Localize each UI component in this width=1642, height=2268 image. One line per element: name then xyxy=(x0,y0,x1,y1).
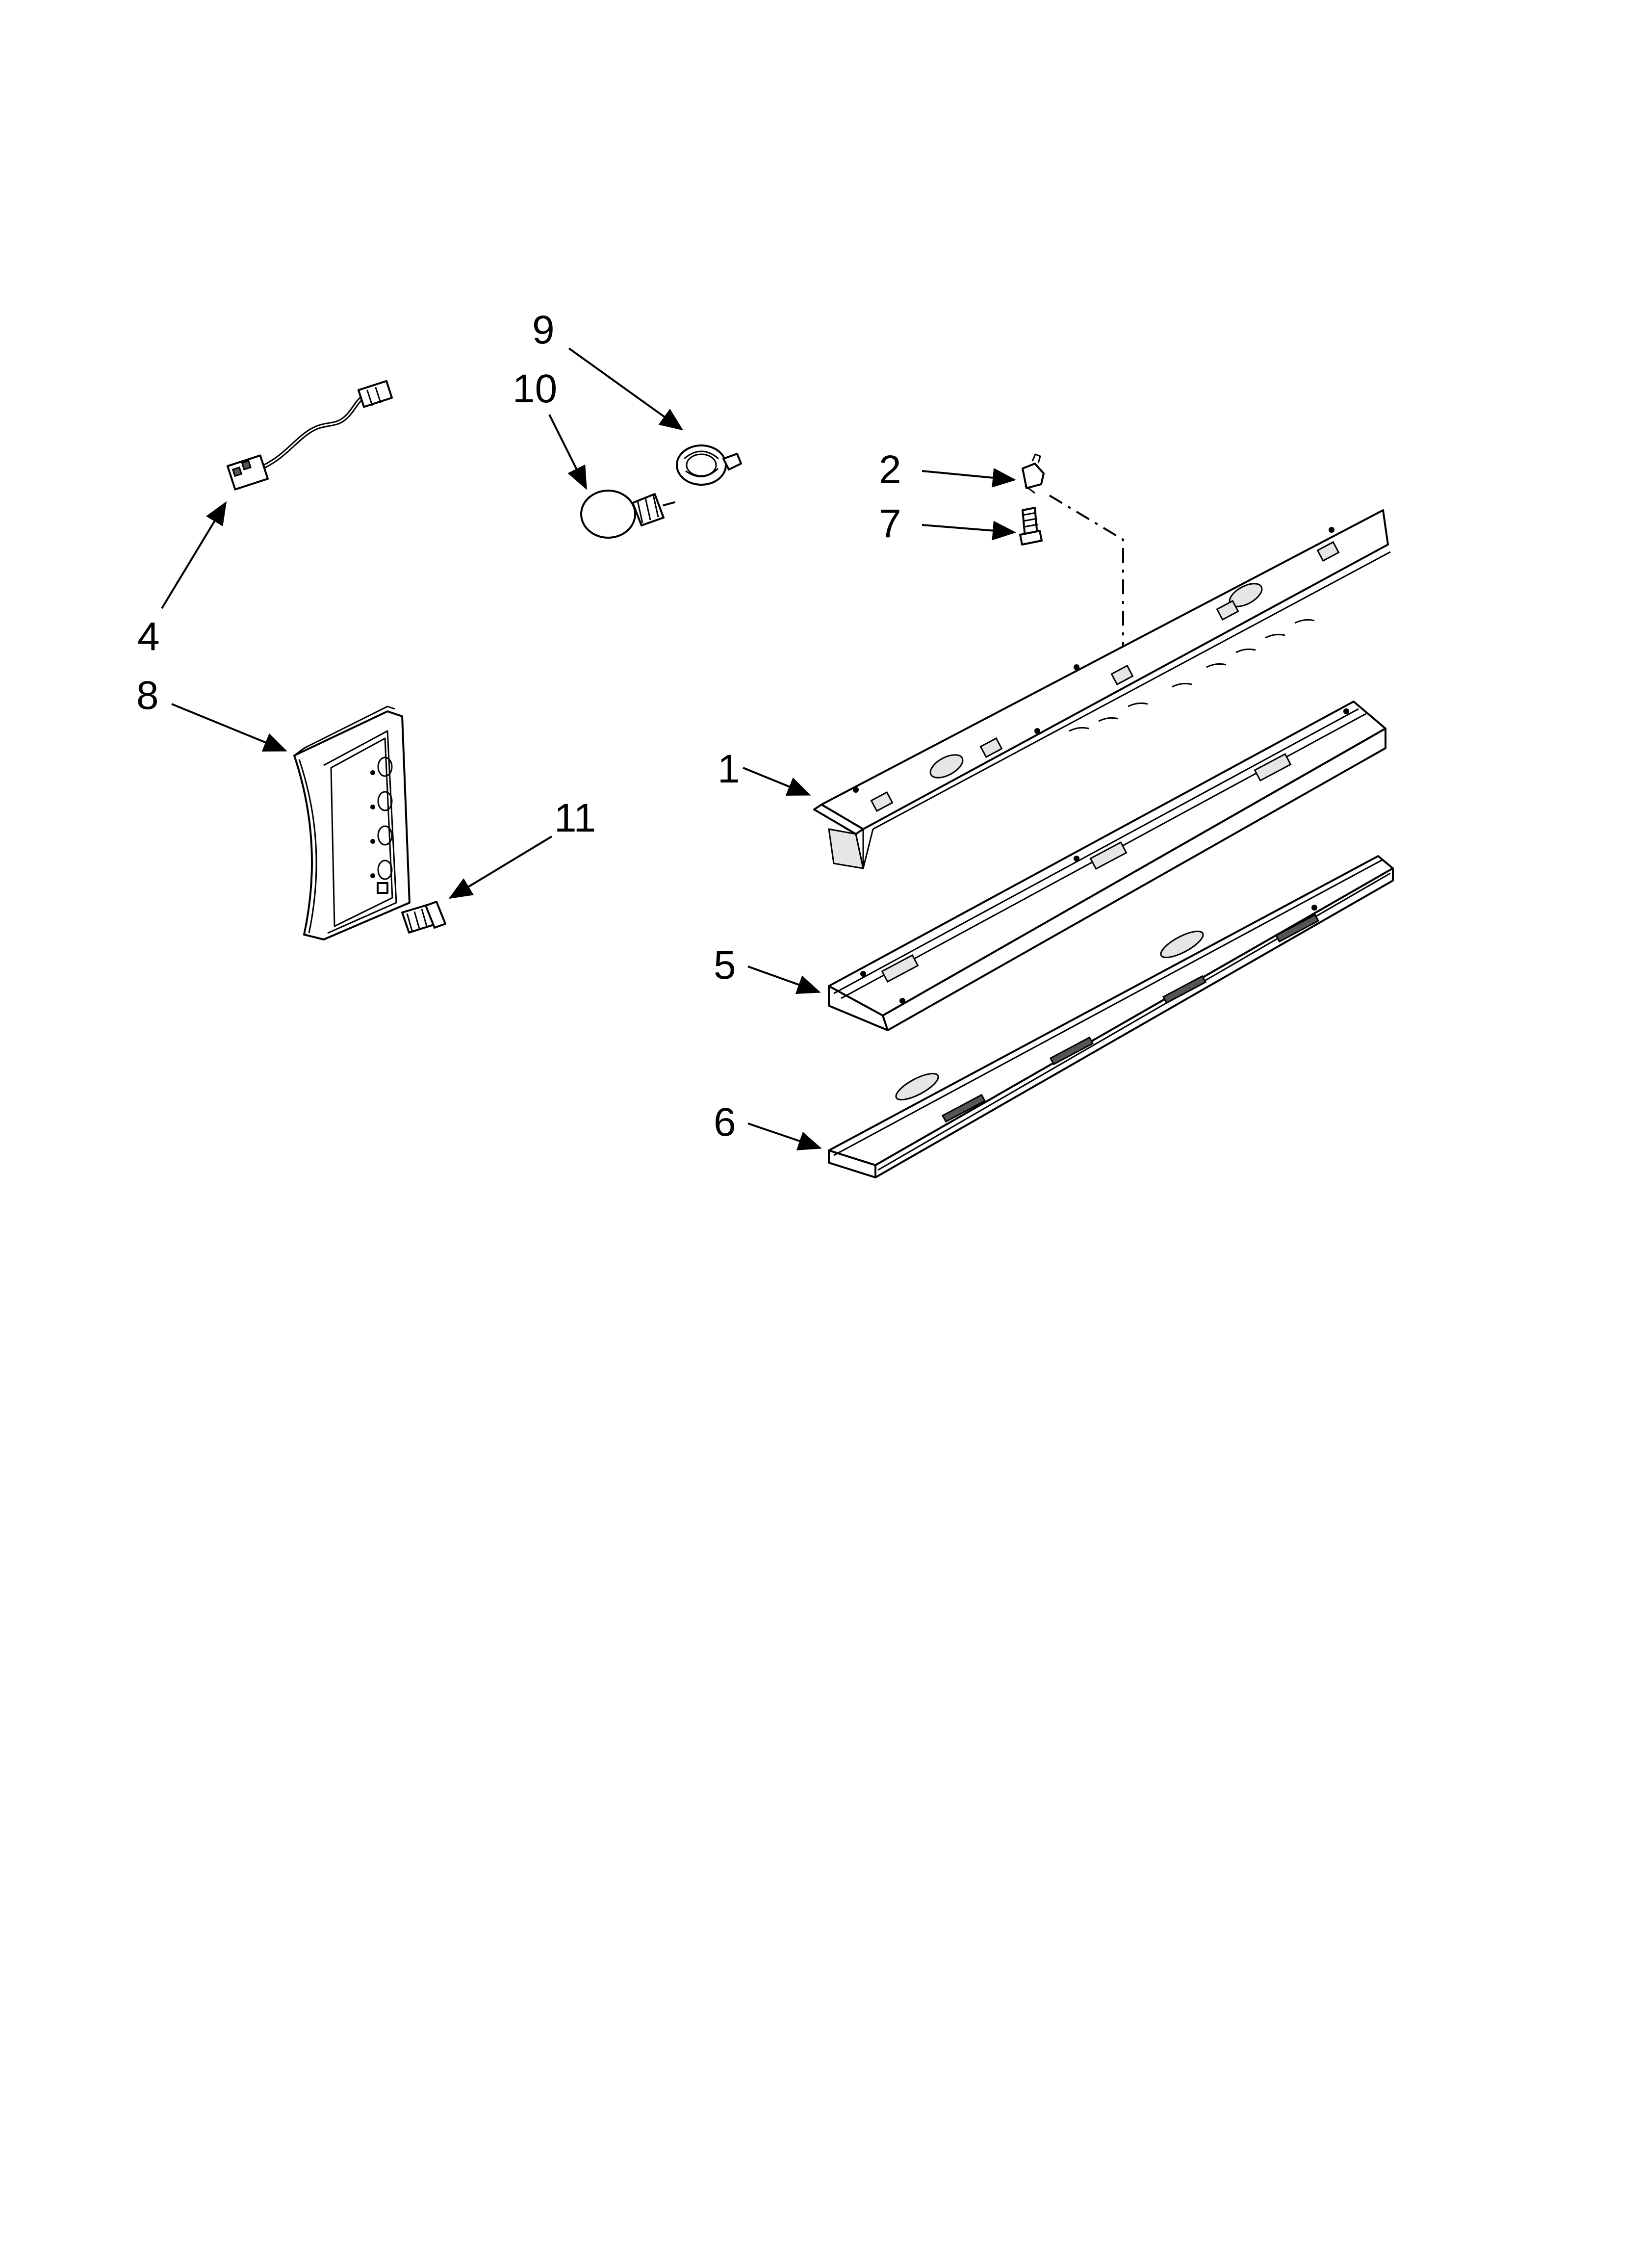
callout-5: 5 xyxy=(714,943,736,988)
callout-8: 8 xyxy=(136,673,159,718)
callout-1: 1 xyxy=(718,747,740,791)
assembly-path-line xyxy=(1049,495,1124,667)
wire-harness-part xyxy=(226,380,393,491)
leader-1 xyxy=(743,767,811,796)
leader-4 xyxy=(161,501,227,609)
control-panel-part xyxy=(293,705,410,940)
light-bulb-part xyxy=(580,490,675,539)
clip-part xyxy=(1022,453,1045,494)
channel-part xyxy=(828,701,1386,1031)
leader-5 xyxy=(747,965,821,994)
bulb-socket-part xyxy=(676,444,742,486)
callout-9: 9 xyxy=(532,308,555,352)
leader-10 xyxy=(548,414,587,490)
callout-2: 2 xyxy=(879,447,901,492)
leader-9 xyxy=(568,347,684,431)
leader-7 xyxy=(922,521,1016,541)
leader-8 xyxy=(171,703,287,752)
callout-6: 6 xyxy=(714,1100,736,1145)
callout-11: 11 xyxy=(554,796,596,840)
screw-part xyxy=(401,901,446,934)
leader-11 xyxy=(448,835,553,899)
mounting-screw-part xyxy=(1019,507,1043,546)
callout-7: 7 xyxy=(879,501,901,546)
callout-10: 10 xyxy=(513,366,557,411)
top-bracket-part xyxy=(813,509,1391,869)
callout-4: 4 xyxy=(137,614,160,659)
rail-part xyxy=(828,855,1394,1178)
leader-2 xyxy=(922,468,1016,488)
leader-lines xyxy=(161,347,1016,1150)
leader-6 xyxy=(747,1122,822,1150)
